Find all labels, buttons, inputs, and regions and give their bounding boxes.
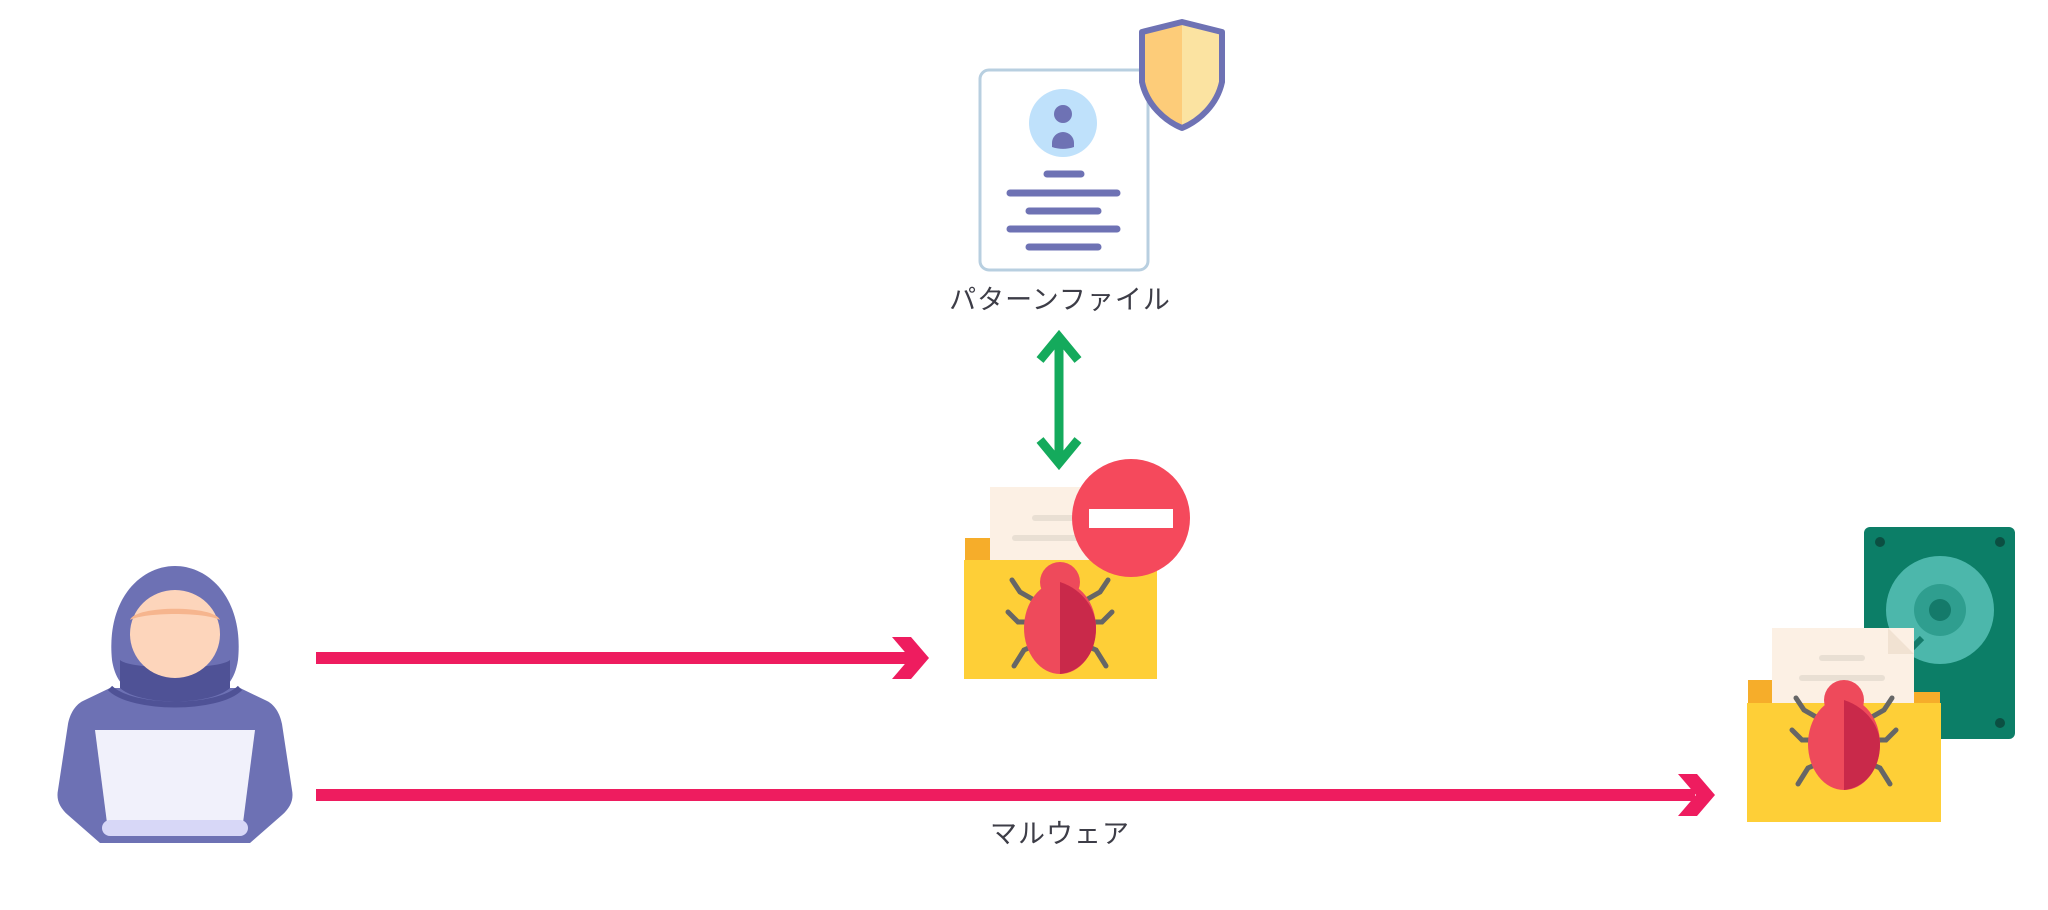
shield-icon xyxy=(1139,19,1225,131)
blocked-malware-folder-icon xyxy=(964,487,1157,679)
attack-arrow-to-disk xyxy=(316,774,1715,816)
attack-arrow-to-blocked xyxy=(316,637,929,679)
pattern-file-label: パターンファイル xyxy=(949,285,1171,316)
double-headed-arrow-icon xyxy=(1036,329,1082,471)
pattern-file-document-icon xyxy=(978,68,1150,272)
no-entry-icon xyxy=(1072,459,1190,577)
malware-label: マルウェア xyxy=(990,819,1130,850)
infected-hard-disk-icon xyxy=(1747,527,2015,822)
hooded-hacker-icon xyxy=(57,566,293,843)
